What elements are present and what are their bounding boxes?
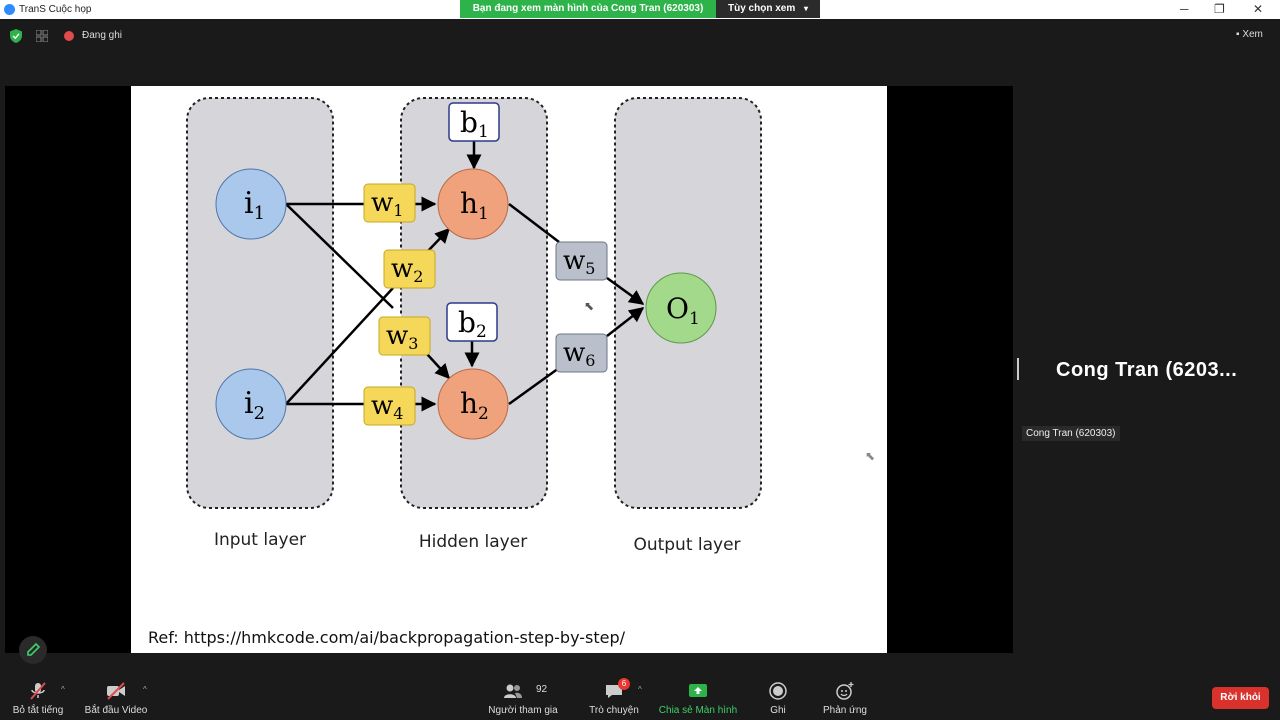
output-layer-label: Output layer (633, 535, 740, 555)
participants-label: Người tham gia (488, 705, 558, 716)
reference-text: Ref: https://hmkcode.com/ai/backpropagat… (148, 628, 626, 647)
hidden-layer-label: Hidden layer (419, 532, 527, 552)
minimize-icon[interactable]: ─ (1180, 2, 1189, 16)
video-off-icon (107, 682, 125, 700)
view-options-label: Tùy chọn xem (728, 3, 796, 14)
reaction-smiley-icon (836, 682, 854, 700)
weight-w2 (383, 249, 436, 289)
edge-w2-h1 (426, 227, 451, 253)
mute-button[interactable]: Bỏ tắt tiếng (6, 673, 70, 720)
edge-w6-o1 (606, 307, 645, 337)
pencil-icon (27, 642, 41, 656)
input-layer-label: Input layer (214, 530, 306, 550)
view-options-button[interactable]: Tùy chọn xem ▾ (716, 0, 820, 18)
video-options-caret-icon[interactable]: ^ (143, 685, 147, 694)
record-label: Ghi (770, 705, 786, 716)
mute-options-caret-icon[interactable]: ^ (61, 685, 65, 694)
annotate-button[interactable] (19, 636, 47, 664)
bias-b2 (446, 302, 498, 342)
edge-i2-w2 (285, 287, 394, 405)
share-screen-button[interactable]: Chia sẻ Màn hình (656, 673, 740, 720)
input-layer-box (186, 97, 334, 509)
weight-w6 (555, 333, 608, 373)
weight-w6-label: w6 (563, 338, 595, 370)
screen-share-banner: Bạn đang xem màn hình của Cong Tran (620… (460, 0, 716, 18)
grid-icon[interactable] (36, 30, 48, 42)
recording-icon (64, 31, 74, 41)
reactions-button[interactable]: Phản ứng (818, 673, 872, 720)
edge-w3-h2 (426, 353, 451, 380)
meeting-topbar: Đang ghi ▪ Xem (0, 19, 1280, 53)
weight-w5 (555, 241, 608, 281)
chat-options-caret-icon[interactable]: ^ (638, 685, 642, 694)
node-i1 (215, 168, 287, 240)
edge-h2-w6 (508, 366, 560, 406)
mouse-pointer-icon: ⬉ (865, 449, 876, 463)
start-video-button[interactable]: Bắt đầu Video (82, 673, 150, 720)
weight-w1 (363, 183, 416, 223)
node-o1 (645, 272, 717, 344)
bias-b1 (448, 102, 500, 142)
participant-name-tag: Cong Tran (620303) (1022, 426, 1120, 441)
participant-name-display: Cong Tran (6203... (1056, 359, 1238, 381)
node-h1 (437, 168, 509, 240)
start-video-label: Bắt đầu Video (84, 705, 148, 716)
edge-i1-w3 (285, 203, 394, 309)
chat-button[interactable]: 6 Trò chuyện (586, 673, 642, 720)
restore-icon[interactable]: ❐ (1214, 2, 1225, 16)
participants-icon (504, 684, 522, 698)
participants-count: 92 (536, 684, 548, 695)
view-button[interactable]: ▪ Xem (1236, 29, 1263, 40)
chat-label: Trò chuyện (589, 705, 639, 716)
shield-icon[interactable] (10, 29, 22, 43)
chat-unread-badge: 6 (618, 678, 630, 690)
zoom-app-icon (4, 4, 15, 15)
chevron-down-icon: ▾ (804, 4, 809, 13)
panel-resize-handle[interactable] (1017, 358, 1019, 380)
edge-w5-o1 (606, 276, 645, 306)
leave-meeting-button[interactable]: Rời khỏi (1212, 687, 1269, 709)
weight-w3 (378, 316, 431, 356)
neural-network-diagram: i1 i2 b1 b2 h1 h2 w1 w2 w3 w4 w5 w6 O1 I… (148, 97, 762, 647)
weight-w4 (363, 386, 416, 426)
participants-button[interactable]: 92 Người tham gia (486, 673, 560, 720)
record-button[interactable]: Ghi (760, 673, 796, 720)
microphone-muted-icon (30, 682, 46, 700)
close-icon[interactable]: ✕ (1253, 2, 1264, 16)
mouse-pointer-icon: ⬉ (584, 299, 595, 313)
window-title: TranS Cuộc họp (19, 4, 92, 15)
recording-label: Đang ghi (82, 30, 123, 41)
meeting-toolbar: Bỏ tắt tiếng ^ Bắt đầu Video ^ 92 Người … (0, 673, 1280, 720)
node-i2 (215, 368, 287, 440)
shared-slide: i1 i2 b1 b2 h1 h2 w1 w2 w3 w4 w5 w6 O1 I… (131, 86, 887, 653)
node-h2 (437, 368, 509, 440)
share-screen-icon (689, 684, 707, 697)
record-icon (769, 682, 787, 700)
share-screen-label: Chia sẻ Màn hình (658, 705, 738, 716)
reactions-label: Phản ứng (823, 705, 867, 716)
view-label: Xem (1242, 29, 1263, 40)
chat-icon (606, 685, 622, 698)
edge-h1-w5 (508, 203, 560, 243)
mute-label: Bỏ tắt tiếng (12, 705, 64, 716)
